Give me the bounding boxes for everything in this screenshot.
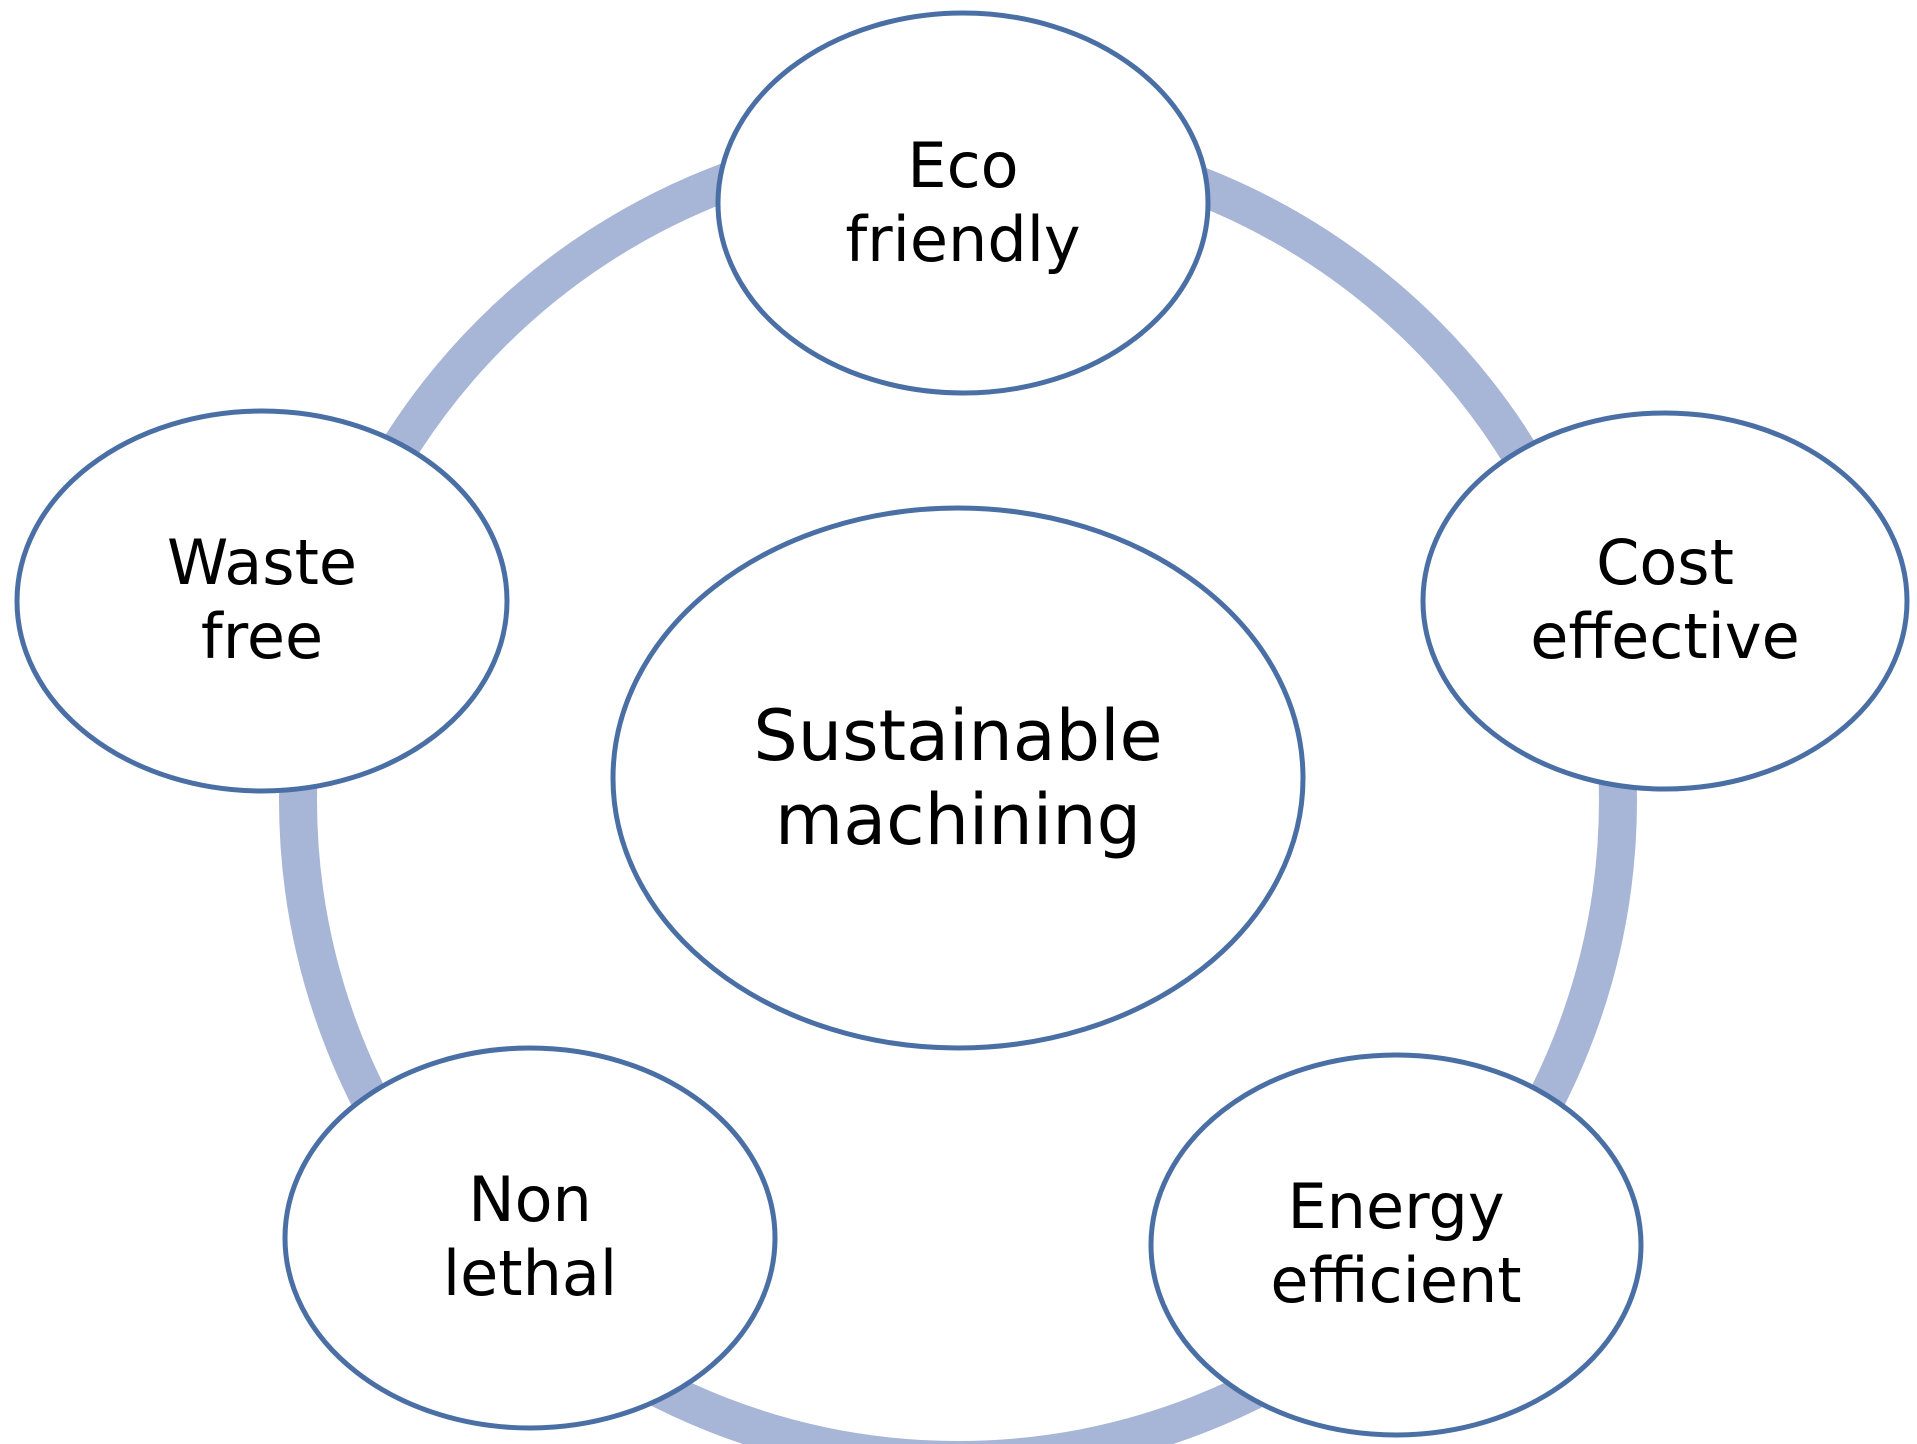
node-label-line-2: free: [201, 600, 323, 673]
node-waste-free: Waste free: [14, 408, 510, 794]
node-label-line-1: Waste: [167, 526, 357, 599]
node-shape: [282, 1045, 778, 1431]
node-label-line-2: effective: [1530, 600, 1799, 673]
node-label-line-2: friendly: [845, 203, 1080, 276]
node-label-line-2: efficient: [1270, 1244, 1521, 1317]
node-label-line-1: Non: [468, 1163, 592, 1236]
node-shape: [715, 10, 1211, 396]
node-label-line-1: Cost: [1596, 526, 1734, 599]
node-label-line-2: lethal: [443, 1237, 617, 1310]
node-non-lethal: Non lethal: [282, 1045, 778, 1431]
center-node-shape: [610, 505, 1306, 1051]
node-shape: [14, 408, 510, 794]
node-label-line-1: Eco: [907, 129, 1018, 202]
node-shape: [1148, 1052, 1644, 1438]
node-eco-friendly: Eco friendly: [715, 10, 1211, 396]
node-cost-effective: Cost effective: [1420, 410, 1910, 792]
center-node: Sustainable machining: [610, 505, 1306, 1051]
node-energy-efficient: Energy efficient: [1148, 1052, 1644, 1438]
node-label-line-1: Energy: [1287, 1170, 1504, 1243]
center-label-line-1: Sustainable: [753, 695, 1162, 777]
center-label-line-2: machining: [775, 779, 1141, 861]
node-shape: [1420, 410, 1910, 792]
